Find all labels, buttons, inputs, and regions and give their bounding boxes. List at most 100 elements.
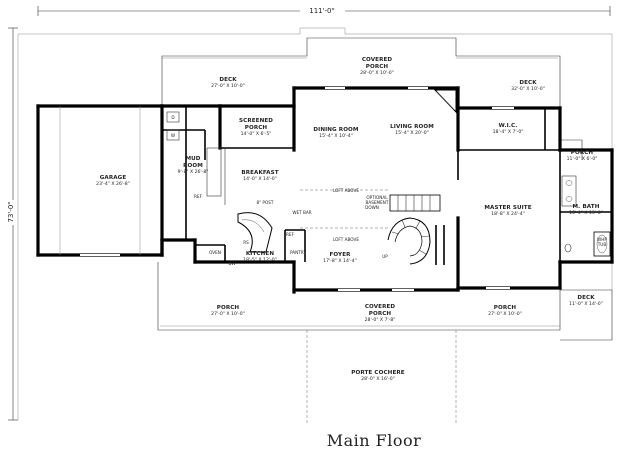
- fireplace-icon: [433, 89, 457, 114]
- svg-text:27'-0" X 10'-0": 27'-0" X 10'-0": [211, 83, 245, 89]
- svg-text:COVERED: COVERED: [365, 304, 396, 310]
- room-covered-porch-rear: COVERED PORCH 28'-0" X 10'-0": [360, 57, 394, 76]
- svg-text:BASEMENT: BASEMENT: [366, 200, 389, 205]
- toilet-icon: [564, 243, 572, 253]
- svg-text:PORCH: PORCH: [366, 64, 389, 70]
- rear-deck-rails: [161, 37, 583, 160]
- room-deck-front-right: DECK 11'-0" X 14'-0": [569, 295, 603, 307]
- svg-text:15'-4" X 10'-4": 15'-4" X 10'-4": [319, 133, 353, 139]
- main-stairs-icon: [389, 194, 441, 212]
- svg-text:PORCH: PORCH: [494, 305, 517, 311]
- washer-dryer-icon: [166, 111, 180, 141]
- svg-text:11'-0" X 6'-0": 11'-0" X 6'-0": [567, 156, 598, 162]
- svg-text:ROOM: ROOM: [183, 163, 203, 169]
- svg-text:LIVING ROOM: LIVING ROOM: [390, 124, 434, 130]
- svg-text:MUD: MUD: [185, 156, 200, 162]
- room-deck-left: DECK 27'-0" X 10'-0": [211, 77, 245, 89]
- room-mud-room: MUD ROOM 9'-8" X 26'-8": [178, 156, 209, 175]
- svg-text:14'-0" X 6'-5": 14'-0" X 6'-5": [241, 131, 272, 137]
- overall-depth-label: 73'-0": [7, 201, 15, 222]
- overall-width-label: 111'-0": [309, 7, 334, 15]
- post-label: 8" POST: [257, 200, 274, 205]
- spiral-stair-icon: [387, 217, 431, 265]
- overall-width-dimension: 111'-0": [37, 6, 611, 16]
- oven-label: OVEN: [209, 250, 221, 255]
- svg-text:11'-0" X 14'-0": 11'-0" X 14'-0": [569, 301, 603, 307]
- svg-text:DOWN: DOWN: [365, 205, 379, 210]
- plan-title: Main Floor: [327, 431, 422, 450]
- svg-text:32'-0" X 10'-0": 32'-0" X 10'-0": [511, 86, 545, 92]
- svg-text:DECK: DECK: [219, 77, 237, 83]
- room-porch-front-left: PORCH 27'-0" X 10'-0": [211, 305, 245, 317]
- svg-text:27'-0" X 10'-0": 27'-0" X 10'-0": [488, 311, 522, 317]
- rs-label: RS: [243, 240, 249, 245]
- kitchen-island-icon: [237, 212, 273, 253]
- svg-text:DINING ROOM: DINING ROOM: [313, 127, 359, 133]
- room-deck-right: DECK 32'-0" X 10'-0": [511, 80, 545, 92]
- room-garage: GARAGE 23'-4" X 26'-8": [96, 175, 130, 187]
- svg-text:28'-0" X 16'-0": 28'-0" X 16'-0": [361, 376, 395, 382]
- bath-tub-icon: [593, 231, 611, 257]
- room-wic: W.I.C. 18'-4" X 7'-0": [493, 123, 524, 135]
- ref-label-2: REF: [286, 232, 295, 237]
- room-kitchen: KITCHEN 18'-5" X 12'-0": [243, 251, 277, 263]
- svg-text:MASTER SUITE: MASTER SUITE: [484, 205, 531, 211]
- dw-label: DW: [228, 261, 235, 266]
- room-m-bath: M. BATH 10'-4" X 15'-8": [569, 204, 603, 216]
- svg-text:PORTE COCHERE: PORTE COCHERE: [351, 370, 404, 376]
- washer-label: W: [171, 133, 175, 138]
- svg-text:W.I.C.: W.I.C.: [499, 123, 518, 129]
- room-porch-side: PORCH 11'-0" X 6'-0": [567, 150, 598, 162]
- svg-text:23'-4" X 26'-8": 23'-4" X 26'-8": [96, 181, 130, 187]
- breakfast-counter: [206, 147, 226, 205]
- svg-text:18'-5" X 12'-0": 18'-5" X 12'-0": [243, 257, 277, 263]
- svg-text:COVERED: COVERED: [362, 57, 393, 63]
- svg-text:PORCH: PORCH: [245, 125, 268, 131]
- room-dining-room: DINING ROOM 15'-4" X 10'-4": [313, 127, 359, 139]
- annotations: LOFT ABOVE LOFT ABOVE OPTIONAL BASEMENT …: [171, 115, 607, 266]
- svg-text:14'-0" X 14'-0": 14'-0" X 14'-0": [243, 176, 277, 182]
- svg-text:PORCH: PORCH: [369, 311, 392, 317]
- room-breakfast: BREAKFAST 14'-0" X 14'-0": [241, 170, 278, 182]
- wet-bar-label: WET BAR: [292, 210, 311, 215]
- svg-text:KITCHEN: KITCHEN: [246, 251, 274, 257]
- svg-text:GARAGE: GARAGE: [100, 175, 127, 181]
- loft-above-label: LOFT ABOVE: [333, 188, 359, 193]
- windows: [80, 87, 514, 291]
- svg-text:DECK: DECK: [519, 80, 537, 86]
- vanity-icon: [561, 175, 577, 207]
- loft-above-label-2: LOFT ABOVE: [333, 237, 359, 242]
- svg-text:BREAKFAST: BREAKFAST: [241, 170, 278, 176]
- svg-text:18'-8" X 24'-4": 18'-8" X 24'-4": [491, 211, 525, 217]
- svg-text:28'-0" X 7'-8": 28'-0" X 7'-8": [365, 317, 396, 323]
- svg-text:PORCH: PORCH: [571, 150, 594, 156]
- dryer-label: D: [171, 115, 174, 120]
- svg-text:M. BATH: M. BATH: [573, 204, 600, 210]
- pantry-label: PANTRY: [290, 250, 306, 255]
- room-porte-cochere: PORTE COCHERE 28'-0" X 16'-0": [351, 370, 404, 382]
- svg-text:TUB: TUB: [597, 242, 607, 247]
- svg-text:28'-0" X 10'-0": 28'-0" X 10'-0": [360, 70, 394, 76]
- svg-text:SCREENED: SCREENED: [239, 118, 273, 124]
- room-master-suite: MASTER SUITE 18'-8" X 24'-4": [484, 205, 531, 217]
- svg-text:DECK: DECK: [577, 295, 595, 301]
- svg-text:17'-8" X 14'-4": 17'-8" X 14'-4": [323, 258, 357, 264]
- room-foyer: FOYER 17'-8" X 14'-4": [323, 252, 357, 264]
- room-porch-front-right: PORCH 27'-0" X 10'-0": [488, 305, 522, 317]
- optional-basement-label: OPTIONAL: [366, 195, 388, 200]
- svg-text:27'-0" X 10'-0": 27'-0" X 10'-0": [211, 311, 245, 317]
- svg-text:10'-4" X 15'-8": 10'-4" X 15'-8": [569, 210, 603, 216]
- svg-text:FOYER: FOYER: [329, 252, 351, 258]
- svg-text:18'-4" X 7'-0": 18'-4" X 7'-0": [493, 129, 524, 135]
- svg-text:PORCH: PORCH: [217, 305, 240, 311]
- svg-text:9'-8" X 26'-8": 9'-8" X 26'-8": [178, 169, 209, 175]
- svg-text:15'-4" X 20'-0": 15'-4" X 20'-0": [395, 130, 429, 136]
- room-screened-porch: SCREENED PORCH 14'-0" X 6'-5": [239, 118, 273, 137]
- up-label: UP: [382, 254, 388, 259]
- whp-label: WHP: [597, 237, 607, 242]
- room-living-room: LIVING ROOM 15'-4" X 20'-0": [390, 124, 434, 136]
- room-covered-porch-front: COVERED PORCH 28'-0" X 7'-8": [365, 304, 396, 323]
- ref-label: REF: [194, 194, 203, 199]
- overall-depth-dimension: 73'-0": [7, 27, 18, 421]
